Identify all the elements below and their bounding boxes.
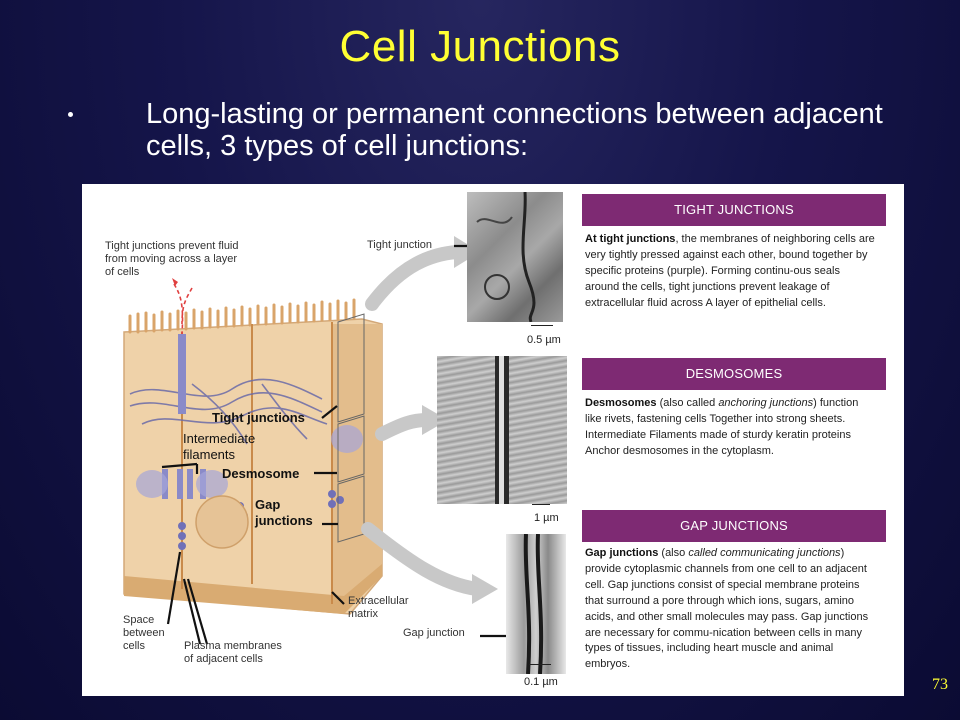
desmo-italic: anchoring junctions (718, 397, 814, 409)
microvilli (128, 298, 356, 334)
tight-junction-em-label: Tight junction (367, 239, 433, 251)
bullet-text: Long-lasting or permanent connections be… (146, 98, 883, 162)
intermediate-filaments-label: Intermediate filaments (183, 431, 256, 462)
tight-junction-micrograph (467, 192, 563, 322)
page-number: 73 (932, 676, 948, 693)
tight-junctions-description: At tight junctions, the membranes of nei… (585, 232, 877, 312)
gap-pre: (also (658, 547, 689, 559)
space-between-label: Space between cells (123, 614, 165, 652)
desmosome-micrograph (437, 356, 567, 504)
arrow-to-tight (365, 245, 464, 311)
slide-title: Cell Junctions (339, 22, 621, 71)
gap-junctions-heading: GAP JUNCTIONS (582, 510, 886, 542)
arrow-to-gap (361, 522, 484, 596)
desmosome-marks (136, 425, 363, 499)
scale-label-tight: 0.5 µm (527, 334, 561, 346)
tight-junction-strip (178, 334, 186, 414)
desmosomes-description: Desmosomes (also called anchoring juncti… (585, 396, 877, 460)
arrow-to-desmo (375, 413, 434, 441)
desmo-lead: Desmosomes (585, 397, 657, 409)
gap-junction-micrograph (506, 534, 566, 674)
gap-italic: called communicating junctions (688, 547, 841, 559)
bullet-dot-icon (68, 112, 73, 117)
scale-label-gap: 0.1 µm (524, 676, 558, 688)
scale-bar-line (531, 325, 553, 326)
desmosomes-heading: DESMOSOMES (582, 358, 886, 390)
tight-lead: At tight junctions (585, 233, 676, 245)
cell-right-face (332, 324, 382, 609)
fluid-arrow-head (172, 278, 178, 286)
figure-panel: 0.5 µm 1 µm 0.1 µm Tight junctions preve… (82, 184, 904, 696)
desmosome-label: Desmosome (222, 466, 300, 481)
tight-junctions-label: Tight junctions (212, 410, 305, 425)
gap-junctions-label: Gap junctions (255, 497, 313, 528)
desmo-pre: (also called (656, 397, 719, 409)
arrow-head-gap (472, 574, 498, 604)
fluid-arrow (181, 287, 193, 325)
scale-bar-line (529, 664, 551, 665)
fluid-arrow (173, 283, 184, 414)
tight-junctions-heading: TIGHT JUNCTIONS (582, 194, 886, 226)
scale-bar-line (532, 504, 550, 505)
gap-junction-em-label: Gap junction (403, 627, 465, 639)
extracellular-label: Extracellular matrix (348, 595, 409, 620)
arrow-head-desmo (422, 405, 448, 435)
tight-text: , the membranes of neighboring cells are… (585, 233, 875, 309)
extracellular-layer (124, 564, 382, 614)
nucleus (195, 495, 249, 549)
scale-label-desmo: 1 µm (534, 512, 559, 524)
intermediate-filaments (129, 378, 328, 445)
gap-lead: Gap junctions (585, 547, 659, 559)
desmo-text: ) function like rivets, fastening cells … (585, 397, 859, 457)
cell-junction-illustration (123, 236, 526, 645)
plasma-membranes-label: Plasma membranes of adjacent cells (184, 640, 282, 665)
tight-prevent-label: Tight junctions prevent fluid from movin… (105, 240, 239, 278)
gap-text: ) provide cytoplasmic channels from one … (585, 547, 869, 671)
gap-junctions-description: Gap junctions (also called communicating… (585, 546, 877, 673)
